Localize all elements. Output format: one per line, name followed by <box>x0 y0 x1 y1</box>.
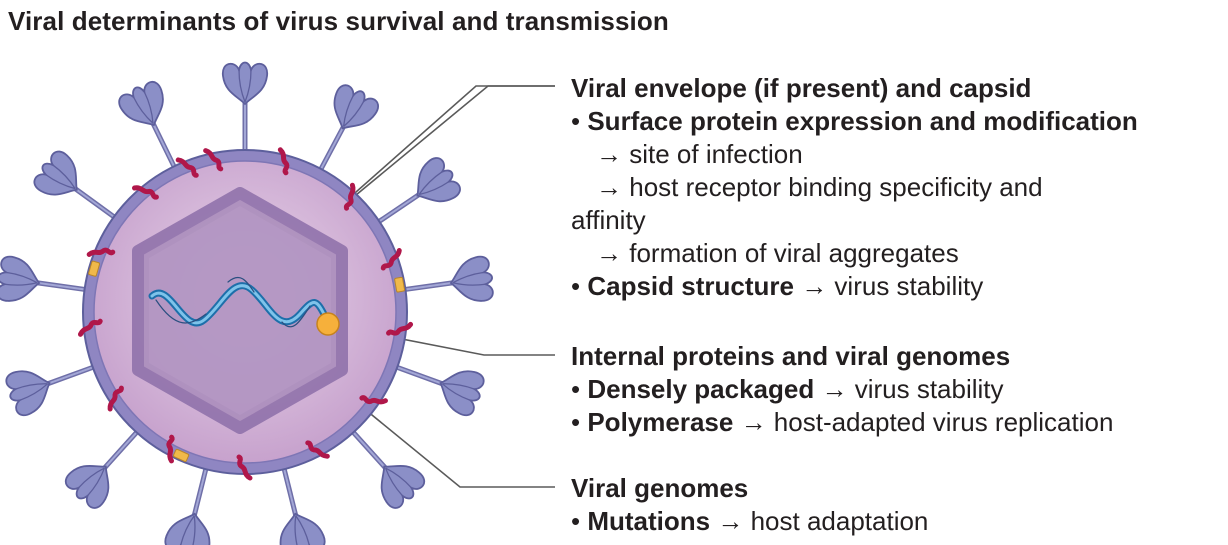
capsid-structure-effect: virus stability <box>834 271 984 301</box>
spike-glycoprotein <box>0 255 90 311</box>
bullet-densely-packaged: • Densely packaged → virus stability <box>571 373 1113 406</box>
polymerase-effect: host-adapted virus replication <box>773 407 1114 437</box>
densely-packaged-label: Densely packaged <box>587 374 815 404</box>
bullet-symbol: • <box>571 106 581 136</box>
spike-glycoprotein <box>163 462 228 545</box>
densely-packaged-effect: virus stability <box>854 374 1004 404</box>
spike-glycoprotein <box>3 346 102 418</box>
spike-glycoprotein <box>262 462 327 545</box>
viral-genome-helix <box>148 277 330 328</box>
mutations-effect: host adaptation <box>750 506 929 536</box>
bullet-mutations: • Mutations → host adaptation <box>571 505 928 538</box>
arrow-icon: → <box>717 506 744 536</box>
leader-line-capsid <box>309 85 555 234</box>
bullet-symbol: • <box>571 407 581 437</box>
diagram-title: Viral determinants of virus survival and… <box>8 6 669 36</box>
polymerase-dot <box>316 312 340 336</box>
spike-glycoprotein <box>223 63 267 153</box>
surface-protein-label: Surface protein expression and modificat… <box>587 106 1138 136</box>
sub-text: host receptor binding specificity and <box>629 172 1043 202</box>
arrow-icon: → <box>596 238 622 268</box>
sub-receptor-binding-cont: affinity <box>571 205 646 235</box>
arrow-icon: → <box>740 407 767 437</box>
arrow-icon: → <box>596 172 622 202</box>
spike-glycoprotein <box>388 346 487 418</box>
capsid-structure-label: Capsid structure <box>587 271 794 301</box>
bullet-symbol: • <box>571 271 581 301</box>
envelope-section: Viral envelope (if present) and capsid •… <box>571 72 1138 303</box>
mutations-label: Mutations <box>587 506 711 536</box>
sub-site-of-infection: → site of infection <box>571 138 1138 171</box>
bullet-capsid-structure: • Capsid structure → virus stability <box>571 270 1138 303</box>
internal-section: Internal proteins and viral genomes • De… <box>571 340 1113 439</box>
arrow-icon: → <box>596 139 622 169</box>
arrow-icon: → <box>821 374 848 404</box>
polymerase-label: Polymerase <box>587 407 734 437</box>
sub-viral-aggregates: → formation of viral aggregates <box>571 237 1138 270</box>
ion-channel <box>393 276 406 293</box>
genome-section: Viral genomes • Mutations → host adaptat… <box>571 472 928 538</box>
envelope-heading: Viral envelope (if present) and capsid <box>571 73 1032 103</box>
genome-heading: Viral genomes <box>571 473 749 503</box>
internal-heading: Internal proteins and viral genomes <box>571 341 1011 371</box>
bullet-polymerase: • Polymerase → host-adapted virus replic… <box>571 406 1113 439</box>
sub-text: site of infection <box>629 139 803 169</box>
bullet-surface-protein: • Surface protein expression and modific… <box>571 105 1138 138</box>
bullet-symbol: • <box>571 506 581 536</box>
spike-glycoprotein <box>400 255 495 311</box>
sub-text: formation of viral aggregates <box>629 238 959 268</box>
bullet-symbol: • <box>571 374 581 404</box>
sub-receptor-binding: → host receptor binding specificity and <box>571 171 1138 204</box>
capsid-hexagon-inner <box>149 206 331 415</box>
arrow-icon: → <box>801 271 828 301</box>
